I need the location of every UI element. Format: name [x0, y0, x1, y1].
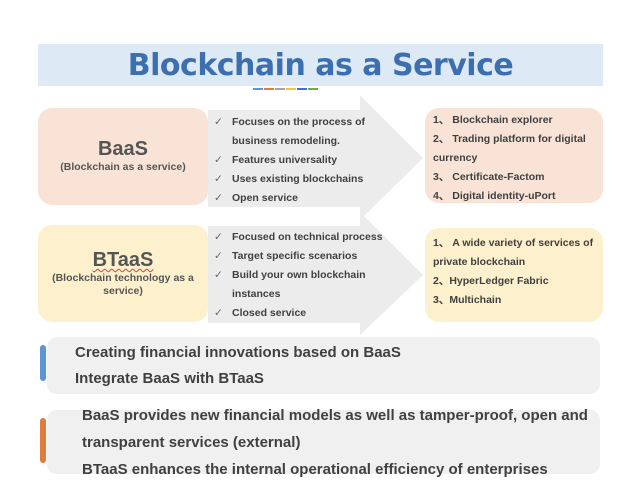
summary-line: BaaS provides new financial models as we…	[82, 407, 588, 451]
baas-examples: 1、 Blockchain explorer 2、 Trading platfo…	[425, 108, 603, 203]
color-dash	[264, 88, 274, 90]
example-item: 2、 Trading platform for digital currency	[433, 133, 586, 164]
summary-line: Creating financial innovations based on …	[75, 344, 401, 361]
example-item: 3、Multichain	[433, 294, 502, 306]
check-icon: ✓	[214, 154, 223, 166]
color-dash	[286, 88, 296, 90]
color-dash	[297, 88, 307, 90]
example-item: 4、 Digital identity-uPort	[433, 190, 556, 202]
summary-box-2-text: BaaS provides new financial models as we…	[47, 402, 600, 478]
baas-features: ✓Focuses on the process of business remo…	[212, 113, 387, 208]
title-band: Blockchain as a Service	[38, 44, 603, 86]
check-icon: ✓	[214, 231, 223, 243]
feature-item: ✓Uses existing blockchains	[212, 170, 387, 189]
color-dash	[275, 88, 285, 90]
check-icon: ✓	[214, 269, 223, 281]
btaas-name: BTaaS	[92, 248, 154, 271]
btaas-box: BTaaS (Blockchain technology as a servic…	[38, 225, 208, 322]
baas-box: BaaS (Blockchain as a service)	[38, 108, 208, 205]
feature-item: ✓Open service	[212, 189, 387, 208]
example-item: 3、 Certificate-Factom	[433, 171, 545, 183]
btaas-features: ✓Focused on technical process ✓Target sp…	[212, 228, 392, 323]
feature-item: ✓Focused on technical process	[212, 228, 392, 247]
arrow-baas	[208, 95, 423, 220]
feature-item: ✓Features universality	[212, 151, 387, 170]
check-icon: ✓	[214, 173, 223, 185]
color-dash	[253, 88, 263, 90]
feature-item: ✓Focuses on the process of business remo…	[212, 113, 387, 151]
arrows	[208, 95, 423, 335]
summary-line: Integrate BaaS with BTaaS	[75, 370, 264, 387]
summary-box-1: Creating financial innovations based on …	[47, 337, 600, 394]
example-item: 1、 Blockchain explorer	[433, 114, 553, 126]
example-item: 2、HyperLedger Fabric	[433, 275, 549, 287]
blue-accent-bar	[40, 345, 46, 381]
feature-item: ✓Target specific scenarios	[212, 247, 392, 266]
check-icon: ✓	[214, 116, 223, 128]
example-item: 1、 A wide variety of services of private…	[433, 237, 594, 268]
baas-name: BaaS	[97, 138, 149, 161]
check-icon: ✓	[214, 250, 223, 262]
btaas-subtitle: (Blockchain technology as a service)	[52, 271, 194, 297]
summary-line: BTaaS enhances the internal operational …	[82, 461, 548, 478]
check-icon: ✓	[214, 307, 223, 319]
page-title: Blockchain as a Service	[127, 47, 514, 83]
btaas-examples: 1、 A wide variety of services of private…	[425, 228, 603, 322]
feature-item: ✓Closed service	[212, 304, 392, 323]
arrow-btaas	[208, 212, 423, 335]
check-icon: ✓	[214, 192, 223, 204]
orange-accent-bar	[40, 418, 46, 463]
color-dash	[308, 88, 318, 90]
feature-item: ✓Build your own blockchain instances	[212, 266, 392, 304]
baas-subtitle: (Blockchain as a service)	[60, 161, 186, 174]
